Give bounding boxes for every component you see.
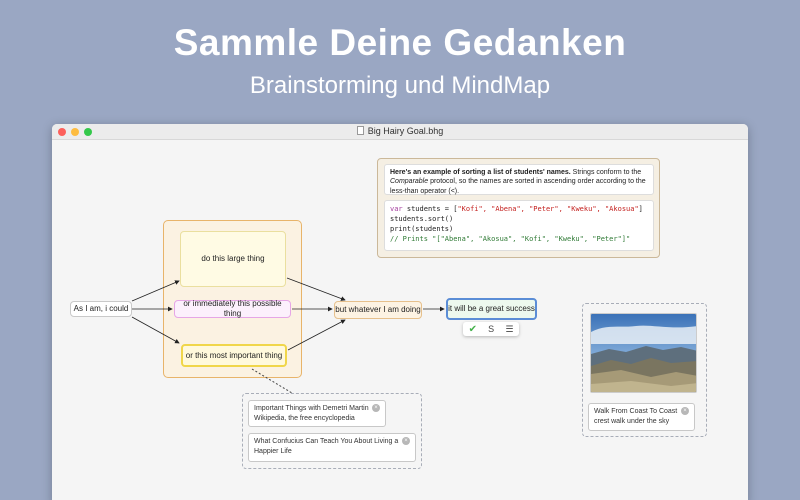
node-large-thing[interactable]: do this large thing [180, 231, 286, 287]
node-possible-thing[interactable]: or immediately this possible thing [174, 299, 291, 318]
edge-important-whatever [287, 319, 346, 351]
link-card-demetri[interactable]: Important Things with Demetri Martin Wik… [248, 400, 386, 427]
node-whatever[interactable]: but whatever I am doing [334, 301, 422, 319]
window-titlebar[interactable]: Big Hairy Goal.bhg [52, 124, 748, 140]
window-title: Big Hairy Goal.bhg [52, 126, 748, 136]
link-title: Important Things with Demetri Martin [254, 405, 369, 412]
edge-important-links [251, 368, 293, 394]
hero-subtitle: Brainstorming und MindMap [249, 72, 551, 99]
s-button[interactable]: S [488, 324, 495, 334]
code-line1-strings: "Kofi", "Abena", "Peter", "Kweku", "Akos… [457, 205, 639, 213]
code-keyword: var [390, 205, 403, 213]
code-line3: print(students) [390, 225, 454, 234]
document-icon [356, 126, 364, 135]
photo-caption-card[interactable]: Walk From Coast To Coast crest walk unde… [588, 403, 695, 431]
app-window: Big Hairy Goal.bhg As I am, i could do t… [52, 124, 748, 500]
close-icon[interactable]: × [681, 407, 689, 415]
window-close-button[interactable] [58, 128, 66, 136]
landscape-photo[interactable] [590, 313, 697, 393]
close-icon[interactable]: × [372, 404, 380, 412]
photo-group[interactable] [582, 303, 707, 437]
link-title: What Confucius Can Teach You About Livin… [254, 438, 399, 445]
code-line4-comment: // Prints "["Abena", "Akosua", "Kofi", "… [390, 235, 631, 244]
window-title-text: Big Hairy Goal.bhg [367, 126, 444, 136]
node-success[interactable]: it will be a great success [446, 298, 537, 320]
window-maximize-button[interactable] [84, 128, 92, 136]
code-block: var students = ["Kofi", "Abena", "Peter"… [384, 200, 654, 251]
edge-large-whatever [286, 277, 346, 301]
node-toolbar: ✔ S ☰ [463, 322, 519, 336]
node-important-thing[interactable]: or this most important thing [181, 344, 287, 367]
close-icon[interactable]: × [402, 437, 410, 445]
connection-lines [131, 277, 445, 394]
node-start[interactable]: As I am, i could [70, 301, 132, 317]
code-description: Here's an example of sorting a list of s… [384, 164, 654, 195]
photo-title: Walk From Coast To Coast [594, 408, 678, 415]
landscape-photo-image [591, 314, 696, 392]
edge-start-large [131, 280, 180, 302]
code-line1-end: ] [638, 205, 643, 213]
link-subtitle: Wikipedia, the free encyclopedia [254, 415, 355, 423]
code-line2: students.sort() [390, 215, 454, 224]
code-description-bold: Here's an example of sorting a list of s… [390, 169, 571, 176]
link-card-confucius[interactable]: What Confucius Can Teach You About Livin… [248, 433, 416, 462]
list-icon[interactable]: ☰ [505, 323, 514, 334]
code-description-text-a: Strings conform to the [570, 169, 642, 176]
links-group[interactable] [242, 393, 422, 469]
code-description-text-b: protocol, so the names are sorted in asc… [390, 178, 646, 195]
window-minimize-button[interactable] [71, 128, 79, 136]
link-subtitle: Happier Life [254, 448, 292, 456]
hero-title: Sammle Deine Gedanken [173, 22, 627, 63]
mindmap-canvas[interactable]: As I am, i could do this large thing or … [52, 141, 748, 500]
code-line1-text: students = [ [402, 205, 458, 213]
edge-start-important [131, 316, 180, 344]
code-note[interactable]: Here's an example of sorting a list of s… [377, 158, 660, 258]
checkmark-icon[interactable]: ✔ [468, 323, 477, 335]
photo-subtitle: crest walk under the sky [594, 418, 670, 426]
code-description-italic: Comparable [390, 178, 429, 186]
